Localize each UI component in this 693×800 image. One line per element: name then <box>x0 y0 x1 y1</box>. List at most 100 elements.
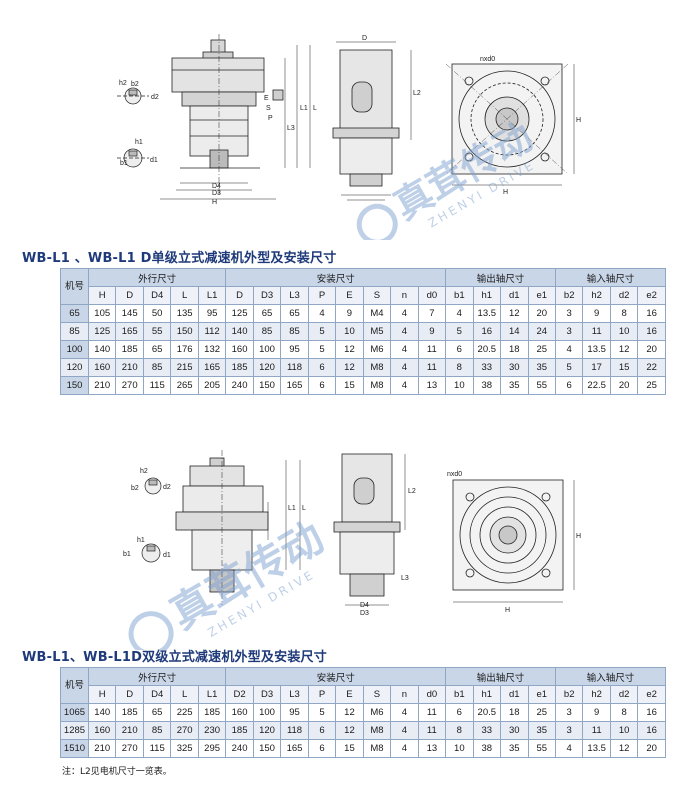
column-header: S <box>362 685 392 704</box>
svg-text:nxd0: nxd0 <box>447 471 462 478</box>
table-cell: 8 <box>609 703 639 722</box>
table-cell: 215 <box>170 358 199 377</box>
model-cell: 85 <box>60 322 89 341</box>
table-cell: 13 <box>417 376 447 395</box>
column-header: h1 <box>472 286 502 305</box>
column-header: E <box>335 286 364 305</box>
model-cell: 150 <box>60 376 89 395</box>
column-header: D4 <box>142 286 172 305</box>
table-cell: 33 <box>472 721 502 740</box>
column-header: L <box>170 286 199 305</box>
model-cell: 100 <box>60 340 89 359</box>
column-header: e1 <box>527 685 556 704</box>
table-cell: 115 <box>142 376 172 395</box>
footnote: 注：L2见电机尺寸一览表。 <box>62 767 172 777</box>
table-cell: 165 <box>115 322 144 341</box>
column-header: H <box>87 685 117 704</box>
table-cell: 35 <box>500 739 529 758</box>
table-cell: 165 <box>197 358 227 377</box>
table-cell: 85 <box>142 721 172 740</box>
column-header: e2 <box>637 685 666 704</box>
table-cell: 176 <box>170 340 199 359</box>
table-cell: 85 <box>252 322 282 341</box>
table-cell: 85 <box>280 322 309 341</box>
table-cell: 12 <box>609 739 639 758</box>
table-cell: 185 <box>197 703 227 722</box>
table-cell: 11 <box>417 721 447 740</box>
group-header-install: 安装尺寸 <box>225 268 447 287</box>
table-cell: 10 <box>609 721 639 740</box>
svg-text:S: S <box>266 105 271 112</box>
table-cell: 12 <box>335 358 364 377</box>
model-cell: 1510 <box>60 739 89 758</box>
column-header: P <box>307 286 337 305</box>
table-cell: 6 <box>307 376 337 395</box>
column-header: D3 <box>252 286 282 305</box>
front-view-drawing-2 <box>333 453 406 606</box>
table-cell: 25 <box>527 340 556 359</box>
table-cell: 22.5 <box>582 376 611 395</box>
group-header-input-shaft: 输入轴尺寸 <box>554 667 667 686</box>
table-cell: 35 <box>527 358 556 377</box>
table-cell: 30 <box>500 358 529 377</box>
column-header: d2 <box>609 685 639 704</box>
group-header-install: 安装尺寸 <box>225 667 447 686</box>
svg-text:d2: d2 <box>163 484 171 491</box>
column-header: n <box>390 286 419 305</box>
table-cell: 20 <box>637 340 666 359</box>
svg-text:L: L <box>313 105 317 112</box>
column-header: d1 <box>500 685 529 704</box>
svg-text:b2: b2 <box>131 81 139 88</box>
table-cell: M5 <box>362 322 392 341</box>
table-cell: 55 <box>527 739 556 758</box>
table-cell: 112 <box>197 322 227 341</box>
table-cell: M6 <box>362 340 392 359</box>
svg-text:b2: b2 <box>131 485 139 492</box>
svg-text:L: L <box>302 505 306 512</box>
table-cell: 118 <box>280 721 309 740</box>
table-cell: 4 <box>445 304 474 323</box>
table-cell: 16 <box>637 322 666 341</box>
table-cell: 95 <box>197 304 227 323</box>
table-cell: 125 <box>225 304 254 323</box>
group-header-outline: 外行尺寸 <box>87 667 227 686</box>
table-cell: 160 <box>225 703 254 722</box>
svg-text:D3: D3 <box>360 610 369 617</box>
table-cell: 12 <box>500 304 529 323</box>
table-cell: 15 <box>609 358 639 377</box>
table-cell: 25 <box>637 376 666 395</box>
table-cell: 4 <box>390 703 419 722</box>
model-cell: 120 <box>60 358 89 377</box>
table-cell: 4 <box>554 739 584 758</box>
table-cell: 240 <box>225 376 254 395</box>
svg-text:h1: h1 <box>135 139 143 146</box>
table-cell: 30 <box>500 721 529 740</box>
column-header: h2 <box>582 685 611 704</box>
table-cell: 4 <box>390 322 419 341</box>
column-header: L <box>170 685 199 704</box>
svg-text:L2: L2 <box>413 90 421 97</box>
column-header: D <box>115 685 144 704</box>
table-cell: 165 <box>280 739 309 758</box>
table-cell: 160 <box>87 721 117 740</box>
table-cell: 14 <box>500 322 529 341</box>
table-cell: 185 <box>115 340 144 359</box>
svg-text:L1: L1 <box>288 505 296 512</box>
table-cell: 225 <box>170 703 199 722</box>
table-cell: 145 <box>115 304 144 323</box>
table-cell: 270 <box>115 739 144 758</box>
table-cell: 95 <box>280 340 309 359</box>
svg-text:L1: L1 <box>300 105 308 112</box>
plan-view-drawing <box>445 63 575 186</box>
table-cell: 118 <box>280 358 309 377</box>
table-cell: M8 <box>362 376 392 395</box>
svg-text:h2: h2 <box>119 80 127 87</box>
table-cell: 20 <box>637 739 666 758</box>
table-cell: 185 <box>225 358 254 377</box>
column-header: b2 <box>554 685 584 704</box>
table-cell: 205 <box>197 376 227 395</box>
table-cell: 3 <box>554 322 584 341</box>
